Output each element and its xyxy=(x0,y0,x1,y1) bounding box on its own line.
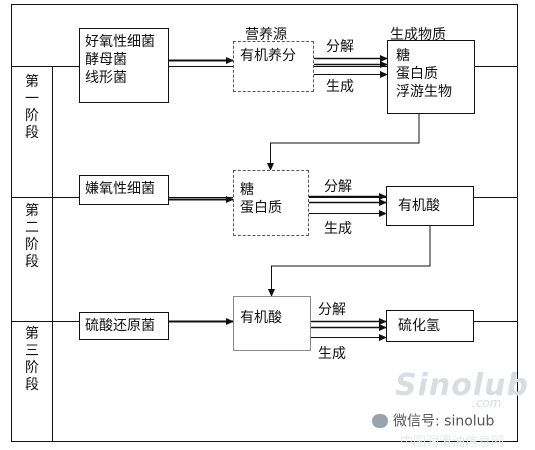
decompose-label-2: 分解 xyxy=(324,179,352,195)
stage-label-1: 第 一 阶 段 xyxy=(23,74,41,142)
product-box-2: 有机酸 xyxy=(386,186,474,226)
product-label: 浮游生物 xyxy=(396,84,452,100)
product-label: 硫化氢 xyxy=(398,318,440,334)
stage-label-char: 阶 xyxy=(25,237,39,253)
product-box-3: 硫化氢 xyxy=(386,310,474,342)
stage-label-char: 段 xyxy=(25,125,39,141)
stage-label-char: 第 xyxy=(25,203,39,219)
wechat-icon xyxy=(372,413,388,428)
connector-1-to-2 xyxy=(267,114,420,171)
bacteria-label: 硫酸还原菌 xyxy=(85,318,155,334)
bacteria-label: 好氧性细菌 xyxy=(85,34,155,50)
product-label: 有机酸 xyxy=(398,198,440,214)
decompose-label-3: 分解 xyxy=(318,302,346,318)
bacteria-label: 线形菌 xyxy=(85,70,127,86)
stage-label-char: 第 xyxy=(25,326,39,342)
stage-label-3: 第 三 阶 段 xyxy=(23,326,41,394)
generate-label-3: 生成 xyxy=(318,346,346,362)
stage-label-char: 一 xyxy=(25,91,39,107)
watermark-logo: Sinolub xyxy=(395,368,529,403)
wechat-badge: 微信号: sinolub xyxy=(372,410,494,431)
stage-label-char: 阶 xyxy=(25,108,39,124)
stage-label-char: 段 xyxy=(25,377,39,393)
product-label: 糖 xyxy=(396,48,410,64)
bacteria-label: 酵母菌 xyxy=(85,52,127,68)
stage-label-char: 三 xyxy=(25,343,39,359)
nutrient-label: 蛋白质 xyxy=(240,200,282,216)
nutrient-box-2: 糖 蛋白质 xyxy=(233,170,309,236)
stage-label-char: 段 xyxy=(25,254,39,270)
bacteria-box-1: 好氧性细菌 酵母菌 线形菌 xyxy=(79,28,169,103)
stage-label-char: 二 xyxy=(25,220,39,236)
watermark-tagline: 中国润滑油信息网 xyxy=(400,435,505,450)
header-nutrient: 营养源 xyxy=(245,27,287,43)
nutrient-box-3: 有机酸 xyxy=(233,296,311,351)
generate-label-2: 生成 xyxy=(324,221,352,237)
generate-label-1: 生成 xyxy=(326,79,354,95)
header-product: 生成物质 xyxy=(390,27,446,43)
bacteria-box-3: 硫酸还原菌 xyxy=(79,312,169,340)
nutrient-label: 有机养分 xyxy=(240,48,296,64)
nutrient-label: 有机酸 xyxy=(240,310,282,326)
product-label: 蛋白质 xyxy=(396,66,438,82)
product-box-1: 糖 蛋白质 浮游生物 xyxy=(387,40,475,114)
connector-2-to-3 xyxy=(268,226,431,297)
stage-label-char: 阶 xyxy=(25,360,39,376)
bacteria-box-2: 嫌氧性细菌 xyxy=(79,175,169,205)
bacteria-label: 嫌氧性细菌 xyxy=(85,181,155,197)
nutrient-label: 糖 xyxy=(240,182,254,198)
watermark-wechat: 微信号: sinolub xyxy=(393,413,495,430)
stage-label-char: 第 xyxy=(25,74,39,90)
nutrient-box-1: 有机养分 xyxy=(233,41,314,92)
watermark-logo-sub: .com xyxy=(472,396,502,410)
outer-border xyxy=(11,4,518,442)
stage-label-2: 第 二 阶 段 xyxy=(23,203,41,271)
decompose-label-1: 分解 xyxy=(326,39,354,55)
